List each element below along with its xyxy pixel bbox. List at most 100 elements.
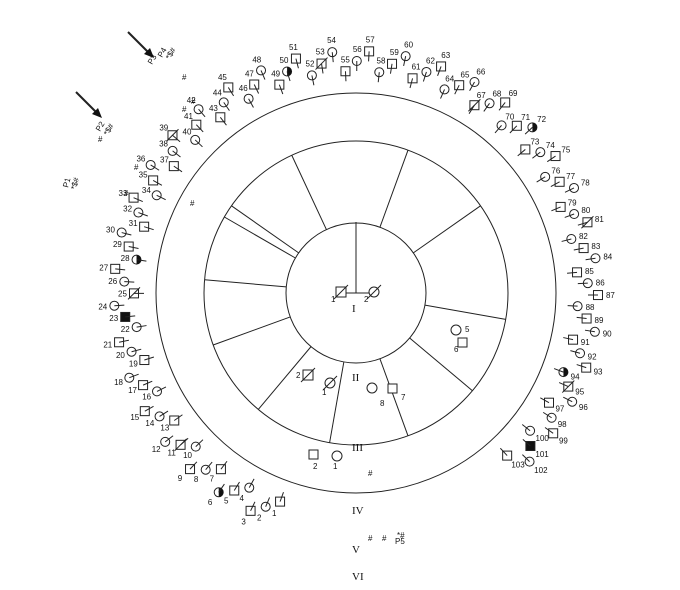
- pedigree-individual: 33: [119, 189, 143, 203]
- pedigree-individual: 48: [252, 55, 267, 80]
- pedigree-individual: 56: [351, 45, 362, 72]
- individual-number: 60: [404, 40, 413, 49]
- pedigree-individual: 9: [178, 461, 198, 483]
- pedigree-individual: 12: [152, 435, 174, 454]
- generation-labels: I II III IV V VI: [352, 303, 364, 583]
- pedigree-individual: 10: [183, 439, 204, 460]
- individual-number: 97: [555, 405, 564, 414]
- individual-number: 67: [477, 91, 486, 100]
- individual-number: 26: [108, 277, 117, 286]
- individual-number: 20: [116, 351, 125, 360]
- svg-text:8: 8: [380, 399, 385, 408]
- family-clusters: 1234567891011121314151617181920212223242…: [98, 35, 615, 526]
- individual-number: 14: [145, 419, 154, 428]
- pedigree-individual: 24: [98, 300, 125, 311]
- individual-number: 44: [213, 89, 222, 98]
- individual-number: 23: [109, 314, 118, 323]
- individual-number: 47: [245, 70, 254, 79]
- pedigree-individual: 4: [239, 478, 255, 503]
- pedigree-individual: 81: [577, 215, 604, 229]
- pedigree-individual: 103: [499, 447, 525, 469]
- pedigree-individual: 18: [114, 372, 139, 387]
- individual-number: 96: [579, 403, 588, 412]
- pedigree-individual: 6: [208, 483, 225, 507]
- individual-number: 64: [445, 74, 454, 83]
- pedigree-individual: 19: [129, 355, 155, 369]
- individual-number: 102: [534, 466, 548, 475]
- svg-text:*$#: *$#: [164, 46, 178, 61]
- pedigree-individual: 64: [439, 74, 455, 99]
- individual-number: 87: [606, 291, 615, 300]
- individual-number: 81: [595, 215, 604, 224]
- individual-number: 43: [209, 104, 218, 113]
- pedigree-individual: 84: [585, 253, 613, 264]
- branch-line: [212, 316, 291, 346]
- individual-number: 51: [289, 43, 298, 52]
- pedigree-individual: 46: [239, 84, 254, 108]
- branch-line: [379, 358, 409, 437]
- pedigree-individual: 50: [280, 56, 293, 82]
- branch-line: [257, 346, 312, 410]
- pedigree-individual: 71: [509, 113, 531, 134]
- individual-number: 33: [119, 189, 128, 198]
- individual-number: 5: [224, 497, 229, 506]
- pedigree-individual: 66: [469, 68, 486, 91]
- pedigree-individual: 47: [245, 70, 260, 94]
- pedigree-individual: 35: [139, 171, 163, 186]
- pedigree-individual: 88: [567, 301, 595, 312]
- individual-number: 56: [353, 45, 362, 54]
- pedigree-individual: 13: [160, 414, 183, 432]
- individual-number: 78: [581, 179, 590, 188]
- individual-number: 50: [280, 56, 289, 65]
- pedigree-individual: 8: [194, 461, 213, 484]
- individual-number: 3: [241, 518, 246, 527]
- pedigree-individual: 14: [145, 410, 169, 428]
- pedigree-individual: 32: [123, 204, 148, 218]
- individual-number: 6: [208, 498, 213, 507]
- individual-number: 73: [530, 138, 539, 147]
- individual-number: 82: [579, 232, 588, 241]
- svg-text:2: 2: [313, 462, 318, 471]
- individual-number: 32: [123, 204, 132, 213]
- individual-number: 46: [239, 84, 248, 93]
- svg-text:1: 1: [333, 462, 338, 471]
- pedigree-individual: 101: [522, 439, 549, 459]
- pedigree-individual: 65: [454, 70, 470, 95]
- gen-label-VI: VI: [352, 571, 364, 583]
- svg-text:#: #: [98, 135, 103, 144]
- pedigree-individual: 34: [142, 186, 166, 201]
- pedigree-individual: 70: [494, 112, 515, 134]
- pedigree-individual: 90: [584, 326, 612, 339]
- svg-text:#: #: [182, 73, 187, 82]
- branch-line: [224, 216, 296, 259]
- pedigree-individual: 52: [306, 60, 317, 86]
- individual-number: 48: [252, 55, 261, 64]
- individual-number: 4: [239, 494, 244, 503]
- pedigree-individual: 68: [483, 89, 502, 112]
- individual-number: 39: [159, 123, 168, 132]
- pedigree-individual: 11: [167, 437, 189, 458]
- svg-text:#: #: [134, 163, 139, 172]
- individual-number: 13: [160, 423, 169, 432]
- individual-number: 10: [183, 451, 192, 460]
- pedigree-individual: 7: [210, 460, 228, 484]
- pedigree-individual: 86: [577, 278, 605, 289]
- individual-number: 66: [476, 68, 485, 77]
- pedigree-individual: 77: [550, 172, 576, 188]
- pedigree-individual: 38: [159, 140, 181, 158]
- pedigree-individual: 20: [116, 346, 142, 360]
- proband-p4-tag: P4: [156, 46, 169, 59]
- pedigree-individual: 16: [142, 386, 167, 402]
- founder-male-label: 1: [331, 295, 336, 304]
- founder-female-label: 2: [364, 295, 369, 304]
- individual-number: 69: [509, 89, 518, 98]
- pedigree-individual: 3: [241, 501, 256, 527]
- pedigree-individual: 51: [289, 43, 301, 69]
- svg-text:5: 5: [465, 325, 470, 334]
- individual-number: 71: [521, 113, 530, 122]
- individual-number: 95: [575, 387, 584, 396]
- pedigree-individual: 26: [108, 276, 135, 287]
- svg-text:*$#: *$#: [69, 176, 81, 190]
- individual-number: 93: [594, 367, 603, 376]
